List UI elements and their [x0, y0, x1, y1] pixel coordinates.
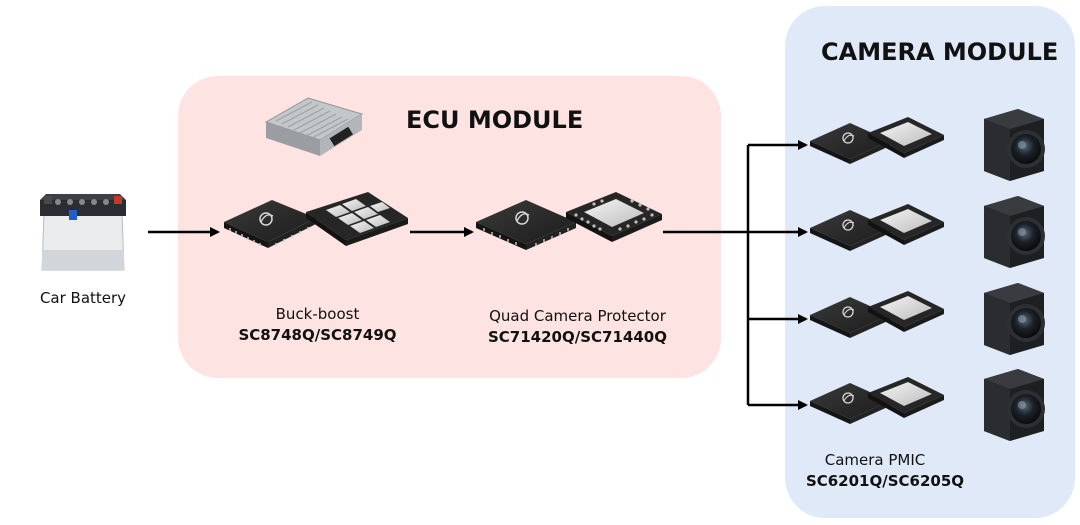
ecu-module-title: ECU MODULE	[406, 106, 584, 134]
southchip-qfn-chip-icon	[224, 192, 408, 248]
buck-boost-part-number: SC8748Q/SC8749Q	[238, 326, 397, 344]
camera-module-title: CAMERA MODULE	[821, 38, 1059, 66]
camera-pmic-label: Camera PMIC	[824, 451, 926, 469]
camera-pmic-part-number: SC6201Q/SC6205Q	[805, 472, 965, 490]
automotive-camera-icon	[984, 196, 1045, 268]
southchip-qfn-chip-icon	[810, 204, 944, 251]
automotive-camera-icon	[984, 109, 1045, 181]
southchip-qfn-chip-icon	[810, 117, 944, 164]
southchip-qfn-chip-icon	[476, 192, 662, 250]
southchip-qfn-chip-icon	[810, 291, 944, 338]
car-battery-label: Car Battery	[39, 289, 127, 307]
ecu-housing-icon	[264, 97, 364, 156]
automotive-camera-icon	[984, 283, 1045, 355]
automotive-camera-icon	[984, 369, 1045, 441]
buck-boost-label: Buck-boost	[275, 305, 360, 323]
quad-camera-protector-part-number: SC71420Q/SC71440Q	[488, 328, 667, 346]
quad-camera-protector-label: Quad Camera Protector	[489, 307, 666, 325]
car-battery-icon	[40, 194, 126, 271]
southchip-qfn-chip-icon	[810, 377, 944, 424]
